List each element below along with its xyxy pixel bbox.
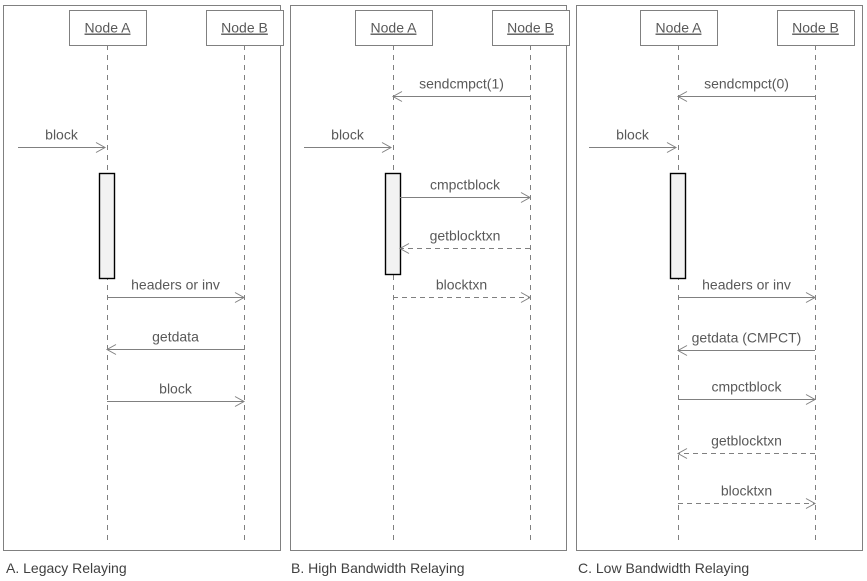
message-label: block xyxy=(331,127,365,143)
panels-layer: Node A Node B block headers or inv getdata bl… xyxy=(3,5,863,551)
panel-b: Node A Node B sendcmpct(1) block cmpctblock g… xyxy=(290,5,570,551)
message-sendcmpct-0: sendcmpct(0) xyxy=(676,76,815,102)
arrowhead-icon xyxy=(95,142,107,153)
arrowhead-icon xyxy=(234,396,246,407)
arrowhead-icon xyxy=(234,292,246,303)
arrowhead-icon xyxy=(520,192,532,203)
panel-caption: A. Legacy Relaying xyxy=(6,560,127,576)
arrowhead-icon xyxy=(105,344,117,355)
message-sendcmpct-1: sendcmpct(1) xyxy=(391,76,530,102)
activation-bar xyxy=(669,172,687,280)
arrowhead-icon xyxy=(676,345,688,356)
participant-box[interactable] xyxy=(355,10,433,46)
participant-box[interactable] xyxy=(206,10,284,46)
arrowhead-icon xyxy=(666,142,678,153)
message-getdata: getdata xyxy=(105,329,244,355)
message-label: getblocktxn xyxy=(430,228,501,244)
message-block: block xyxy=(589,127,678,153)
message-headers-or-inv: headers or inv xyxy=(678,277,817,303)
message-blocktxn: blocktxn xyxy=(678,483,817,509)
arrowhead-icon xyxy=(381,142,393,153)
arrowhead-icon xyxy=(676,91,688,102)
message-blocktxn: blocktxn xyxy=(393,277,532,303)
panel-frame xyxy=(3,5,281,551)
message-label: getdata (CMPCT) xyxy=(692,330,802,346)
arrowhead-icon xyxy=(391,91,403,102)
message-cmpctblock: cmpctblock xyxy=(678,379,817,405)
panel-caption: B. High Bandwidth Relaying xyxy=(291,560,465,576)
arrowhead-icon xyxy=(805,292,817,303)
message-label: block xyxy=(159,381,193,397)
message-label: sendcmpct(1) xyxy=(419,76,504,92)
participant-label: Node B xyxy=(221,20,268,36)
panel-caption: C. Low Bandwidth Relaying xyxy=(578,560,749,576)
message-label: blocktxn xyxy=(721,483,772,499)
message-block: block xyxy=(18,127,107,153)
message-cmpctblock: cmpctblock xyxy=(400,177,532,203)
arrowhead-icon xyxy=(805,498,817,509)
message-label: sendcmpct(0) xyxy=(704,76,789,92)
message-label: getdata xyxy=(152,329,199,345)
message-label: block xyxy=(616,127,650,143)
participant-label: Node A xyxy=(656,20,703,36)
participant-box[interactable] xyxy=(640,10,718,46)
message-block: block xyxy=(304,127,393,153)
message-label: headers or inv xyxy=(702,277,791,293)
panel-c: Node A Node B sendcmpct(0) block headers or … xyxy=(576,5,863,551)
message-label: cmpctblock xyxy=(430,177,501,193)
arrowhead-icon xyxy=(805,394,817,405)
captions-layer: A. Legacy Relaying B. High Bandwidth Rela… xyxy=(6,560,749,576)
message-getblocktxn: getblocktxn xyxy=(398,228,530,254)
message-headers-or-inv: headers or inv xyxy=(107,277,246,303)
panel-a: Node A Node B block headers or inv getdata bl… xyxy=(3,5,284,551)
participant-box[interactable] xyxy=(69,10,147,46)
activation-bar xyxy=(384,172,402,276)
participant-label: Node A xyxy=(371,20,418,36)
participant-box[interactable] xyxy=(777,10,855,46)
participant-box[interactable] xyxy=(492,10,570,46)
arrowhead-icon xyxy=(398,243,410,254)
message-block: block xyxy=(107,381,246,407)
message-getblocktxn: getblocktxn xyxy=(676,433,815,459)
participant-label: Node B xyxy=(507,20,554,36)
message-getdata-cmpct: getdata (CMPCT) xyxy=(676,330,815,356)
message-label: getblocktxn xyxy=(711,433,782,449)
message-label: cmpctblock xyxy=(711,379,782,395)
message-label: blocktxn xyxy=(436,277,487,293)
activation-bar xyxy=(98,172,116,280)
participant-label: Node B xyxy=(792,20,839,36)
message-label: block xyxy=(45,127,79,143)
message-label: headers or inv xyxy=(131,277,220,293)
arrowhead-icon xyxy=(520,292,532,303)
arrowhead-icon xyxy=(676,448,688,459)
participant-label: Node A xyxy=(85,20,132,36)
